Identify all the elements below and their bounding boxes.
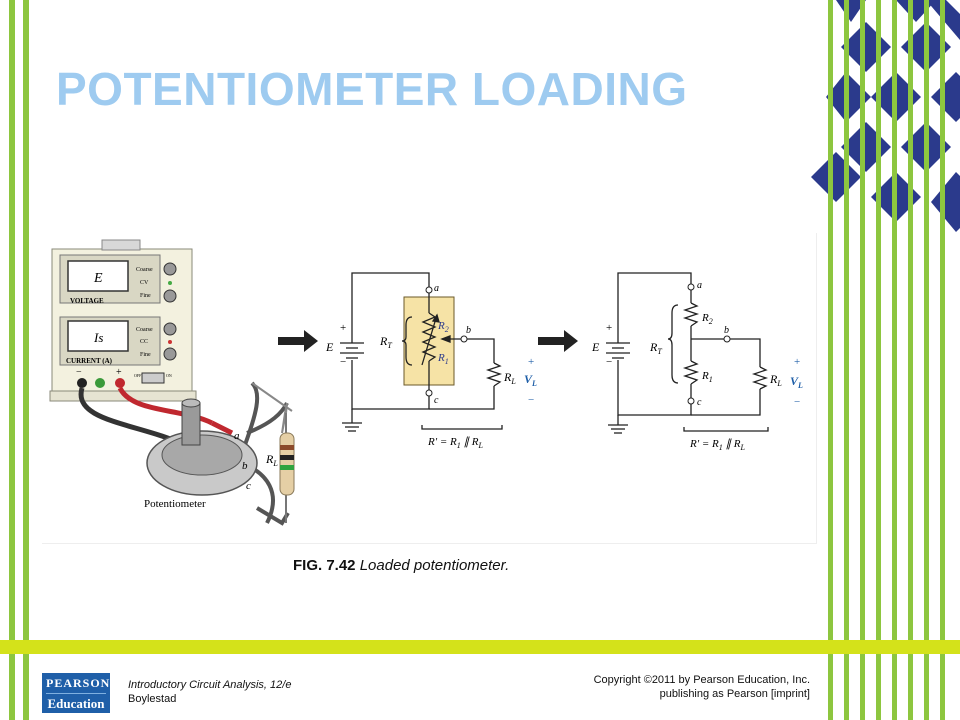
c2-minus: − bbox=[606, 356, 612, 368]
potentiometer-label: Potentiometer bbox=[144, 498, 206, 510]
fine-label: Fine bbox=[140, 293, 151, 299]
meter-current-symbol: Is bbox=[93, 330, 103, 345]
figure: E VOLTAGE Coarse CV Fine Is CURRENT (A) … bbox=[42, 233, 817, 544]
arrow-right-icon-2 bbox=[538, 330, 578, 352]
c2-vl-plus: + bbox=[794, 356, 800, 368]
minus-terminal-label: − bbox=[76, 367, 82, 378]
c1-rt-label: RT bbox=[379, 334, 392, 350]
copyright-line-2: publishing as Pearson [imprint] bbox=[659, 688, 810, 700]
c1-e-label: E bbox=[325, 340, 334, 354]
c2-b-label: b bbox=[724, 325, 729, 336]
book-title: Introductory Circuit Analysis, 12/e bbox=[128, 679, 292, 691]
yellow-band bbox=[0, 640, 960, 654]
book-author: Boylestad bbox=[128, 693, 177, 705]
potentiometer-shaft[interactable] bbox=[181, 402, 201, 446]
terminal-a-label: a bbox=[234, 430, 240, 442]
coarse-current-label: Coarse bbox=[136, 327, 153, 333]
c2-r2-label: R2 bbox=[701, 312, 713, 326]
terminal-c-label: c bbox=[246, 480, 251, 492]
coarse-current-knob[interactable] bbox=[163, 322, 177, 336]
cc-indicator bbox=[168, 340, 172, 344]
cv-indicator bbox=[168, 281, 172, 285]
c1-plus: + bbox=[340, 322, 346, 334]
figure-drawing: E VOLTAGE Coarse CV Fine Is CURRENT (A) … bbox=[49, 239, 803, 526]
c2-rprime-label: R′ = R1 ∥ RL bbox=[689, 438, 746, 452]
voltage-label: VOLTAGE bbox=[70, 297, 104, 305]
c2-rt-label: RT bbox=[649, 340, 662, 356]
c2-vl-minus: − bbox=[794, 396, 800, 408]
circuit-schematic-1 bbox=[340, 272, 430, 432]
cc-label: CC bbox=[140, 339, 148, 345]
logo-line-1: PEARSON bbox=[46, 673, 109, 694]
coarse-label: Coarse bbox=[136, 267, 153, 273]
pearson-logo: PEARSON Education bbox=[42, 673, 110, 713]
positive-terminal[interactable] bbox=[115, 378, 125, 388]
coarse-voltage-knob[interactable] bbox=[163, 262, 177, 276]
slide-title: POTENTIOMETER LOADING bbox=[56, 63, 688, 115]
c1-b-label: b bbox=[466, 325, 471, 336]
book-info: Introductory Circuit Analysis, 12/e Boyl… bbox=[128, 678, 291, 706]
green-stripe bbox=[9, 0, 15, 720]
load-resistor bbox=[279, 432, 295, 496]
power-supply: E VOLTAGE Coarse CV Fine Is CURRENT (A) … bbox=[49, 239, 197, 402]
c2-e-label: E bbox=[591, 340, 600, 354]
c1-r1-label: R1 bbox=[437, 352, 449, 366]
negative-terminal[interactable] bbox=[77, 378, 87, 388]
figure-caption-text: Loaded potentiometer. bbox=[359, 557, 510, 574]
copyright-notice: Copyright ©2011 by Pearson Education, In… bbox=[594, 673, 810, 701]
fine-current-knob[interactable] bbox=[163, 347, 177, 361]
copyright-line-1: Copyright ©2011 by Pearson Education, In… bbox=[593, 674, 810, 686]
figure-caption: FIG. 7.42 Loaded potentiometer. bbox=[293, 557, 509, 574]
c1-rl-label: RL bbox=[503, 370, 516, 386]
plus-terminal-label: + bbox=[116, 367, 122, 378]
c1-rprime-label: R′ = R1 ∥ RL bbox=[427, 436, 484, 450]
arrow-right-icon bbox=[278, 330, 318, 352]
current-label: CURRENT (A) bbox=[66, 357, 113, 365]
c2-r1-label: R1 bbox=[701, 370, 713, 384]
c1-vl-plus: + bbox=[528, 356, 534, 368]
potentiometer-face bbox=[161, 434, 243, 476]
c2-plus: + bbox=[606, 322, 612, 334]
c1-minus: − bbox=[340, 356, 346, 368]
c1-vl-minus: − bbox=[528, 394, 534, 406]
c2-rl-label: RL bbox=[769, 372, 782, 388]
fine-voltage-knob[interactable] bbox=[163, 289, 177, 303]
figure-number: FIG. 7.42 bbox=[293, 557, 356, 574]
c1-vl-label: VL bbox=[524, 372, 537, 388]
c1-c-label: c bbox=[434, 395, 439, 406]
fine-current-label: Fine bbox=[140, 352, 151, 358]
circuit-schematic-2 bbox=[606, 272, 769, 434]
logo-line-2: Education bbox=[47, 696, 105, 711]
c2-a-label: a bbox=[697, 280, 702, 291]
terminal-b-label: b bbox=[242, 460, 248, 472]
ground-terminal[interactable] bbox=[95, 378, 105, 388]
on-label: ON bbox=[166, 373, 172, 378]
c1-r2-label: R2 bbox=[437, 320, 449, 334]
c2-c-label: c bbox=[697, 397, 702, 408]
green-stripe bbox=[23, 0, 29, 720]
c1-a-label: a bbox=[434, 283, 439, 294]
cv-label: CV bbox=[140, 280, 149, 286]
off-label: OFF bbox=[134, 373, 142, 378]
c2-vl-label: VL bbox=[790, 374, 803, 390]
power-switch[interactable] bbox=[141, 372, 165, 384]
rl-label: RL bbox=[265, 452, 278, 468]
meter-voltage-symbol: E bbox=[93, 271, 103, 286]
